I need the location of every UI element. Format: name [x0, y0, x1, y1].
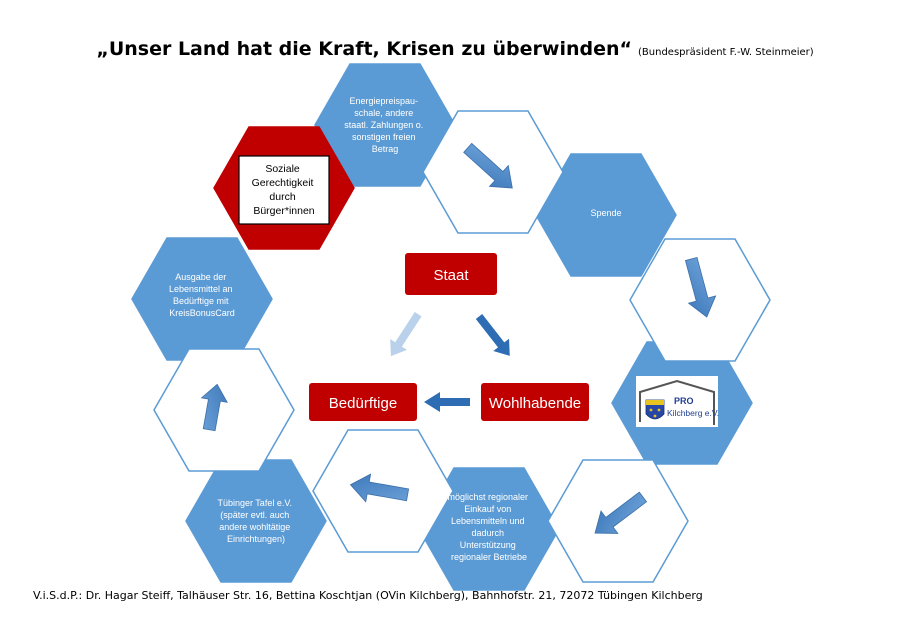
hex-tafel — [185, 459, 327, 583]
hex-arrow-5 — [153, 348, 295, 472]
box-beduerftige — [309, 383, 417, 421]
box-staat — [405, 253, 497, 295]
arrow-staat-to-wohlhabende-icon — [475, 314, 510, 356]
box-soziale — [238, 155, 330, 225]
text-spende: Spende — [590, 208, 621, 218]
arrow-down-icon — [684, 256, 717, 318]
hex-ausgabe — [131, 237, 273, 361]
arrow-up-icon — [200, 383, 228, 432]
text-energie: Energiepreispau- schale, andere staatl. … — [344, 96, 426, 154]
pro-kilchberg-logo: PRO Kilchberg e.V. — [636, 376, 719, 427]
logo-text-pro: PRO — [674, 396, 694, 406]
arrow-left-icon — [349, 473, 410, 503]
label-beduerftige: Bedürftige — [329, 395, 397, 412]
label-wohlhabende: Wohlhabende — [489, 395, 581, 412]
arrow-down-left-icon — [594, 491, 648, 534]
title-main: „Unser Land hat die Kraft, Krisen zu übe… — [96, 38, 632, 60]
logo-text-kilchberg: Kilchberg e.V. — [667, 408, 719, 418]
title-source: (Bundespräsident F.-W. Steinmeier) — [638, 47, 814, 58]
page-title: „Unser Land hat die Kraft, Krisen zu übe… — [0, 38, 910, 60]
hex-spende — [535, 153, 677, 277]
text-soziale: Soziale Gerechtigkeit durch Bürger*innen — [252, 163, 317, 217]
arrow-down-right-icon — [463, 142, 513, 189]
arrow-wohlhabende-to-beduerftige-icon — [424, 392, 470, 412]
label-staat: Staat — [433, 267, 469, 284]
arrow-staat-to-beduerftige-icon — [390, 312, 422, 357]
text-einkauf: möglichst regionaler Einkauf von Lebensm… — [447, 492, 530, 562]
text-tafel: Tübinger Tafel e.V. (später evtl. auch a… — [217, 498, 294, 544]
footer-imprint: V.i.S.d.P.: Dr. Hagar Steiff, Talhäuser … — [33, 589, 703, 602]
box-wohlhabende — [481, 383, 589, 421]
text-ausgabe: Ausgabe der Lebensmittel an Bedürftige m… — [169, 272, 235, 318]
